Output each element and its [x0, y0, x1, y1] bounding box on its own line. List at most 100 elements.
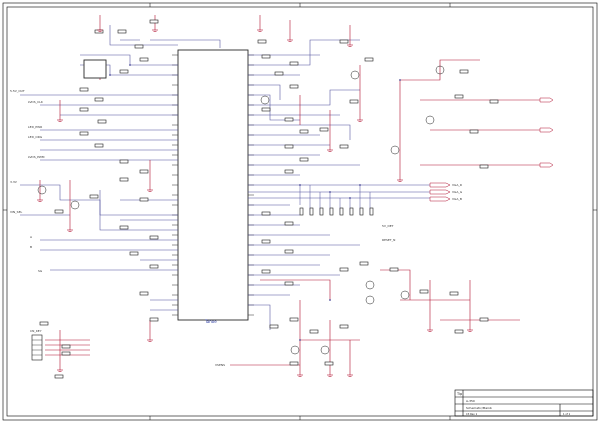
resistor: [284, 281, 294, 286]
junction-dot: [299, 184, 301, 186]
net-label: A: [30, 235, 33, 239]
resistor: [284, 144, 294, 149]
resistor: [309, 329, 319, 334]
junction-dot: [399, 79, 401, 81]
resistor: [339, 207, 344, 216]
resistor: [89, 194, 99, 199]
resistor: [339, 267, 349, 272]
resistor: [364, 57, 374, 62]
title-block: Tip A-350 Schematic/Mainb C3 Rev 1 1 of …: [454, 389, 594, 417]
resistor: [284, 249, 294, 254]
resistor: [97, 119, 107, 124]
resistor: [261, 269, 271, 274]
title-sheet: 1 of 1: [563, 412, 571, 416]
net-label: SG: [38, 269, 43, 273]
resistor: [389, 267, 399, 272]
power-wiring: [39, 15, 540, 375]
net-label: 5.5V_OUT: [10, 89, 25, 93]
resistor: [349, 99, 359, 104]
resistor: [419, 289, 429, 294]
resistor: [129, 251, 139, 256]
resistor: [299, 207, 304, 216]
resistor: [94, 97, 104, 102]
wiring: [20, 25, 430, 330]
resistor: [54, 374, 64, 379]
resistor: [257, 39, 267, 44]
net-label: 5V_DET: [382, 224, 394, 228]
resistor: [299, 129, 309, 134]
frame-ticks: [3, 3, 597, 420]
passive-components: [37, 19, 499, 379]
resistor: [79, 87, 89, 92]
resistor: [339, 39, 349, 44]
title-line-1: A-350: [466, 399, 475, 403]
resistor: [489, 99, 499, 104]
resistor: [479, 317, 489, 322]
resistor: [39, 321, 49, 326]
title-line-2: Schematic/Mainb: [466, 406, 492, 410]
resistor: [119, 159, 129, 164]
junction-dot: [359, 184, 361, 186]
resistor: [139, 197, 149, 202]
resistor: [261, 54, 271, 59]
net-label: VIN_SEL: [10, 210, 22, 214]
resistor: [299, 157, 309, 162]
resistor: [274, 71, 284, 76]
resistor: [329, 207, 334, 216]
resistor: [139, 169, 149, 174]
resistor: [454, 94, 464, 99]
transistors: [37, 65, 445, 355]
junction-dot: [109, 74, 111, 76]
resistor: [139, 291, 149, 296]
resistor: [149, 317, 159, 322]
resistor: [359, 261, 369, 266]
resistor: [61, 344, 71, 349]
resistor: [54, 209, 64, 214]
key-connector: CN_KEY: [30, 329, 43, 361]
resistor: [149, 19, 159, 24]
net-label: LVDS_PWM: [28, 155, 45, 159]
net-label: 3.3V: [10, 180, 18, 184]
junction-dot: [329, 299, 331, 301]
resistor: [284, 117, 294, 122]
junction-dot: [329, 191, 331, 193]
ic-label: Tahoe: [204, 319, 217, 324]
resistor: [261, 107, 271, 112]
net-label: LVDS_CLK: [28, 100, 44, 104]
resistor: [119, 225, 129, 230]
resistor: [261, 211, 271, 216]
net-label-texts: 5.5V_OUT LVDS_CLK LED_PWR LED_ORG LVDS_P…: [10, 89, 463, 367]
junction-dot: [299, 339, 301, 341]
small-ic: [83, 59, 107, 79]
resistor: [479, 164, 489, 169]
resistor: [269, 324, 279, 329]
resistor: [261, 239, 271, 244]
resistor: [349, 207, 354, 216]
resistor: [324, 361, 334, 366]
resistor: [119, 69, 129, 74]
net-label: VGA_G: [452, 190, 463, 194]
resistor: [94, 143, 104, 148]
resistor: [319, 207, 324, 216]
resistor: [469, 129, 479, 134]
ic-pins-left: [172, 54, 178, 316]
resistor: [139, 57, 149, 62]
resistor: [454, 329, 464, 334]
net-label: LED_PWR: [28, 125, 42, 129]
resistor: [369, 207, 374, 216]
resistor: [289, 61, 299, 66]
net-flags: [429, 97, 554, 202]
resistor: [79, 131, 89, 136]
resistor: [284, 221, 294, 226]
main-ic: Tahoe: [177, 49, 249, 324]
net-label: RESET_N: [382, 238, 395, 242]
net-label: LED_ORG: [28, 135, 43, 139]
resistor: [339, 144, 349, 149]
resistor: [284, 169, 294, 174]
resistor: [459, 69, 469, 74]
resistor: [289, 317, 299, 322]
connector-label: CN_KEY: [30, 329, 42, 333]
resistor: [319, 127, 329, 132]
resistor: [339, 324, 349, 329]
